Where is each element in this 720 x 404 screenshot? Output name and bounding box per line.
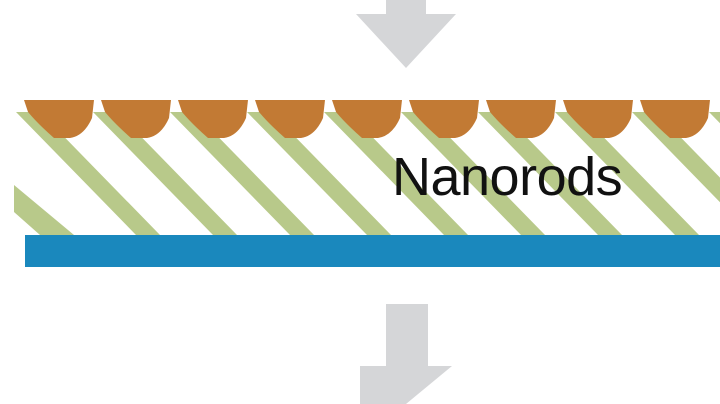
nanorod xyxy=(324,112,468,235)
nanorod xyxy=(16,112,160,235)
nanorod-cap xyxy=(101,100,171,138)
nanorod xyxy=(247,112,391,235)
nanorod-cap xyxy=(486,100,556,138)
nanorod-cap xyxy=(178,100,248,138)
nanorod xyxy=(555,112,699,235)
nanorod xyxy=(478,112,622,235)
nanorods-label: Nanorods xyxy=(392,147,623,207)
nanorod xyxy=(401,112,545,235)
nanorod-cap xyxy=(24,100,94,138)
nanorod xyxy=(709,112,720,124)
nanorod-cap xyxy=(563,100,633,138)
nanorod-cap xyxy=(255,100,325,138)
nanorod-cap xyxy=(640,100,710,138)
bottom-down-arrow-icon xyxy=(360,304,452,404)
nanorod-cap xyxy=(332,100,402,138)
substrate-layer xyxy=(25,235,720,267)
nanorods-group xyxy=(14,112,720,235)
nanorod xyxy=(170,112,314,235)
nanorod xyxy=(632,112,720,203)
nanorod-caps-group xyxy=(24,100,710,138)
top-down-arrow-icon xyxy=(356,0,456,68)
nanorod xyxy=(93,112,237,235)
nanorod-partial xyxy=(14,185,74,235)
nanorod-cap xyxy=(409,100,479,138)
